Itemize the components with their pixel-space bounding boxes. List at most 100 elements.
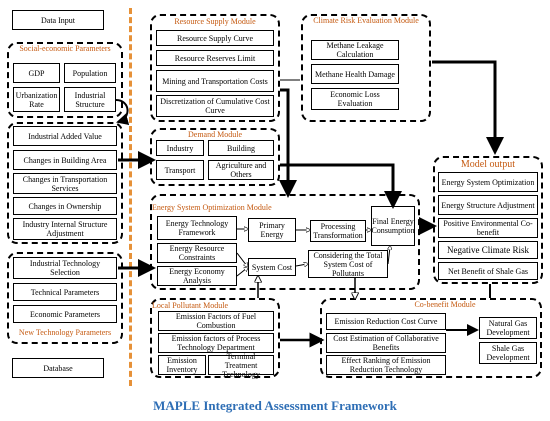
column-divider bbox=[129, 8, 132, 386]
tech-selection-label: Industrial Technology Selection bbox=[29, 259, 101, 277]
database-box: Database bbox=[12, 358, 104, 378]
terminal-treatment-box: Terminal Treatment Technology bbox=[208, 352, 274, 379]
methane-health-box: Methane Health Damage bbox=[311, 64, 399, 84]
building-label: Building bbox=[226, 143, 255, 153]
urbanization-label: Urbanization Rate bbox=[15, 90, 58, 109]
positive-cobenefit-label: Positive Environmental Co-benefit bbox=[443, 219, 533, 237]
agriculture-box: Agriculture and Others bbox=[208, 160, 274, 180]
demand-title: Demand Module bbox=[188, 130, 242, 139]
reserves-limit-label: Resource Reserves Limit bbox=[174, 53, 256, 63]
arrow-resource-optimization bbox=[279, 88, 297, 198]
negative-climate-risk-box: Negative Climate Risk bbox=[438, 241, 538, 259]
demand-drivers-group bbox=[7, 122, 123, 244]
reserves-limit-box: Resource Reserves Limit bbox=[156, 50, 274, 66]
total-cost-label: Considering the Total System Cost of Pol… bbox=[313, 250, 383, 278]
local-pollutant-title: Local Pollutant Module bbox=[152, 301, 228, 310]
processing-label: Processing Transformation bbox=[313, 222, 363, 240]
building-area-box: Changes in Building Area bbox=[13, 150, 117, 170]
curved-arrow bbox=[115, 99, 130, 126]
resource-constraints-box: Energy Resource Constraints bbox=[157, 243, 237, 263]
emission-inventory-box: Emission Inventory bbox=[158, 355, 206, 375]
social-economic-title: Social-economic Parameters bbox=[19, 44, 111, 53]
technical-params-box: Technical Parameters bbox=[13, 283, 117, 301]
resource-supply-curve-box: Resource Supply Curve bbox=[156, 30, 274, 46]
arrow-climate-output bbox=[432, 60, 504, 155]
fuel-emission-box: Emission Factors of Fuel Combustion bbox=[158, 311, 274, 331]
positive-cobenefit-box: Positive Environmental Co-benefit bbox=[438, 218, 538, 238]
economic-params-box: Economic Parameters bbox=[13, 305, 117, 323]
agriculture-label: Agriculture and Others bbox=[215, 161, 267, 179]
discretization-box: Discretization of Cumulative Cost Curve bbox=[156, 95, 274, 117]
industrial-structure-label: Industrial Structure bbox=[74, 90, 106, 109]
methane-health-label: Methane Health Damage bbox=[315, 69, 395, 79]
climate-risk-title: Climate Risk Evaluation Module bbox=[313, 16, 419, 25]
final-energy-label: Final Energy Consumption bbox=[371, 217, 415, 235]
tech-framework-label: Energy Technology Framework bbox=[165, 219, 229, 237]
technical-params-label: Technical Parameters bbox=[30, 287, 100, 297]
database-label: Database bbox=[43, 363, 73, 373]
process-emission-box: Emission factors of Process Technology D… bbox=[158, 333, 274, 353]
industry-label: Industry bbox=[166, 143, 194, 153]
final-energy-box: Final Energy Consumption bbox=[371, 206, 415, 246]
transport-box: Transport bbox=[156, 160, 204, 180]
arrow-demand-final bbox=[280, 163, 402, 209]
reduction-curve-label: Emission Reduction Cost Curve bbox=[334, 317, 438, 326]
local-pollutant-module bbox=[150, 298, 280, 378]
effect-ranking-label: Effect Ranking of Emission Reduction Tec… bbox=[341, 356, 431, 374]
emission-inventory-label: Emission Inventory bbox=[166, 356, 198, 374]
methane-leakage-box: Methane Leakage Calculation bbox=[311, 40, 399, 60]
resource-supply-module bbox=[150, 14, 280, 122]
economic-params-label: Economic Parameters bbox=[30, 309, 100, 319]
data-input-box: Data Input bbox=[12, 10, 104, 30]
resource-supply-curve-label: Resource Supply Curve bbox=[177, 33, 253, 43]
building-box: Building bbox=[208, 140, 274, 156]
industrial-added-value-label: Industrial Added Value bbox=[28, 131, 102, 141]
primary-energy-label: Primary Energy bbox=[259, 221, 285, 239]
cost-estimation-box: Cost Estimation of Collaborative Benefit… bbox=[326, 333, 446, 353]
economic-loss-box: Economic Loss Evaluation bbox=[311, 88, 399, 110]
framework-title: MAPLE Integrated Assessment Framework bbox=[153, 398, 397, 413]
industrial-added-value-box: Industrial Added Value bbox=[13, 126, 117, 146]
gdp-label: GDP bbox=[28, 68, 45, 78]
negative-climate-risk-label: Negative Climate Risk bbox=[447, 244, 529, 255]
ownership-label: Changes in Ownership bbox=[28, 201, 102, 211]
new-technology-title: New Technology Parameters bbox=[18, 328, 112, 337]
industry-box: Industry bbox=[156, 140, 204, 156]
system-optimization-label: Energy System Optimization bbox=[441, 177, 535, 187]
climate-risk-module bbox=[301, 14, 431, 122]
discretization-label: Discretization of Cumulative Cost Curve bbox=[160, 97, 270, 115]
process-emission-label: Emission factors of Process Technology D… bbox=[171, 334, 261, 352]
effect-ranking-box: Effect Ranking of Emission Reduction Tec… bbox=[326, 355, 446, 375]
population-box: Population bbox=[64, 63, 116, 83]
cobenefit-title: Co-benefit Module bbox=[414, 300, 476, 309]
structure-adjustment-label: Energy Structure Adjustment bbox=[441, 200, 535, 210]
population-label: Population bbox=[72, 68, 108, 78]
tech-framework-box: Energy Technology Framework bbox=[157, 216, 237, 240]
ownership-box: Changes in Ownership bbox=[13, 197, 117, 215]
optimization-title: Energy System Optimization Module bbox=[152, 203, 272, 212]
shale-gas-benefit-label: Net Benefit of Shale Gas bbox=[448, 266, 528, 276]
resource-constraints-label: Energy Resource Constraints bbox=[169, 244, 225, 262]
model-output-title: Model output bbox=[460, 159, 516, 170]
reduction-curve-box: Emission Reduction Cost Curve bbox=[326, 313, 446, 330]
natural-gas-label: Natural Gas Development bbox=[486, 319, 530, 337]
internal-structure-label: Industry Internal Structure Adjustment bbox=[22, 220, 108, 238]
mining-costs-label: Mining and Transportation Costs bbox=[162, 76, 268, 86]
shale-gas-box: Shale Gas Development bbox=[479, 342, 537, 364]
internal-structure-box: Industry Internal Structure Adjustment bbox=[13, 218, 117, 240]
structure-adjustment-box: Energy Structure Adjustment bbox=[438, 195, 538, 215]
gdp-box: GDP bbox=[13, 63, 60, 83]
fuel-emission-label: Emission Factors of Fuel Combustion bbox=[175, 312, 257, 330]
system-cost-label: System Cost bbox=[251, 262, 293, 272]
building-area-label: Changes in Building Area bbox=[23, 155, 107, 165]
tech-selection-box: Industrial Technology Selection bbox=[13, 257, 117, 279]
resource-supply-title: Resource Supply Module bbox=[174, 17, 256, 26]
transport-label: Transport bbox=[164, 165, 196, 175]
natural-gas-box: Natural Gas Development bbox=[479, 317, 537, 339]
shale-gas-benefit-box: Net Benefit of Shale Gas bbox=[438, 262, 538, 280]
economy-analysis-label: Energy Economy Analysis bbox=[169, 267, 225, 285]
terminal-treatment-label: Terminal Treatment Technology bbox=[222, 351, 260, 379]
urbanization-box: Urbanization Rate bbox=[13, 87, 60, 112]
total-cost-box: Considering the Total System Cost of Pol… bbox=[308, 250, 388, 278]
